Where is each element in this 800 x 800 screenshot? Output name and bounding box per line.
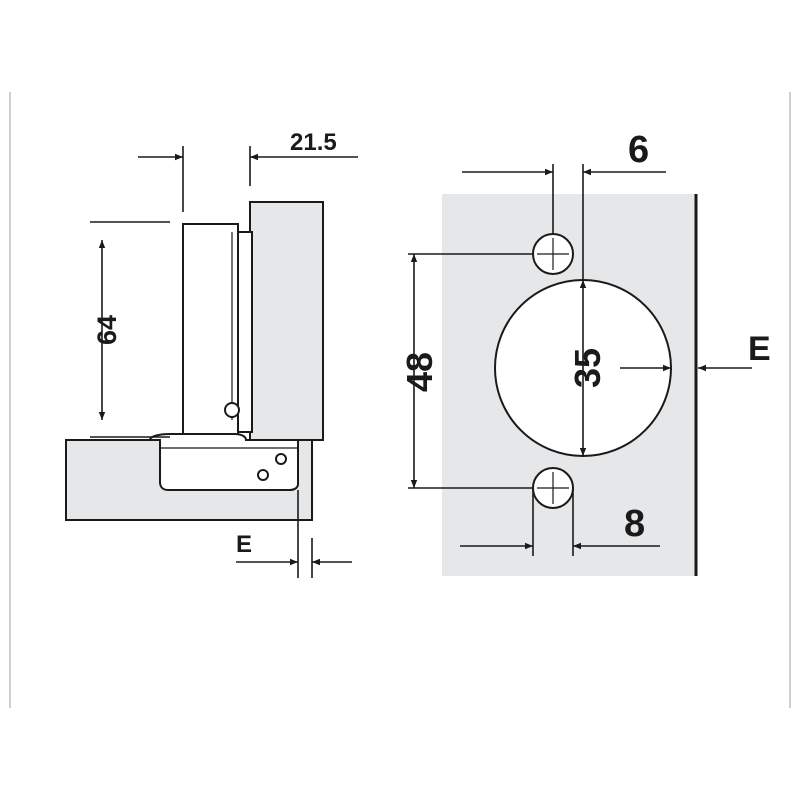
dimension-label-21-5: 21.5 (290, 129, 337, 156)
hinge-cup (148, 433, 299, 491)
dimension-label-64: 64 (92, 315, 122, 345)
dimension-label-e-front: E (748, 330, 771, 368)
arm-screw (224, 402, 240, 418)
dimension-label-8: 8 (624, 503, 645, 545)
dimension-label-e-side: E (236, 531, 252, 558)
side-view: 21.5 64 E (65, 129, 358, 578)
dimension-label-35: 35 (567, 348, 608, 388)
dimension-label-48: 48 (399, 352, 440, 392)
cabinet-side-wall (249, 201, 324, 441)
cup-screw-1 (275, 453, 287, 465)
dimension-label-6: 6 (628, 129, 649, 171)
front-view: 6 35 48 E 8 (399, 129, 771, 576)
cup-screw-2 (257, 469, 269, 481)
